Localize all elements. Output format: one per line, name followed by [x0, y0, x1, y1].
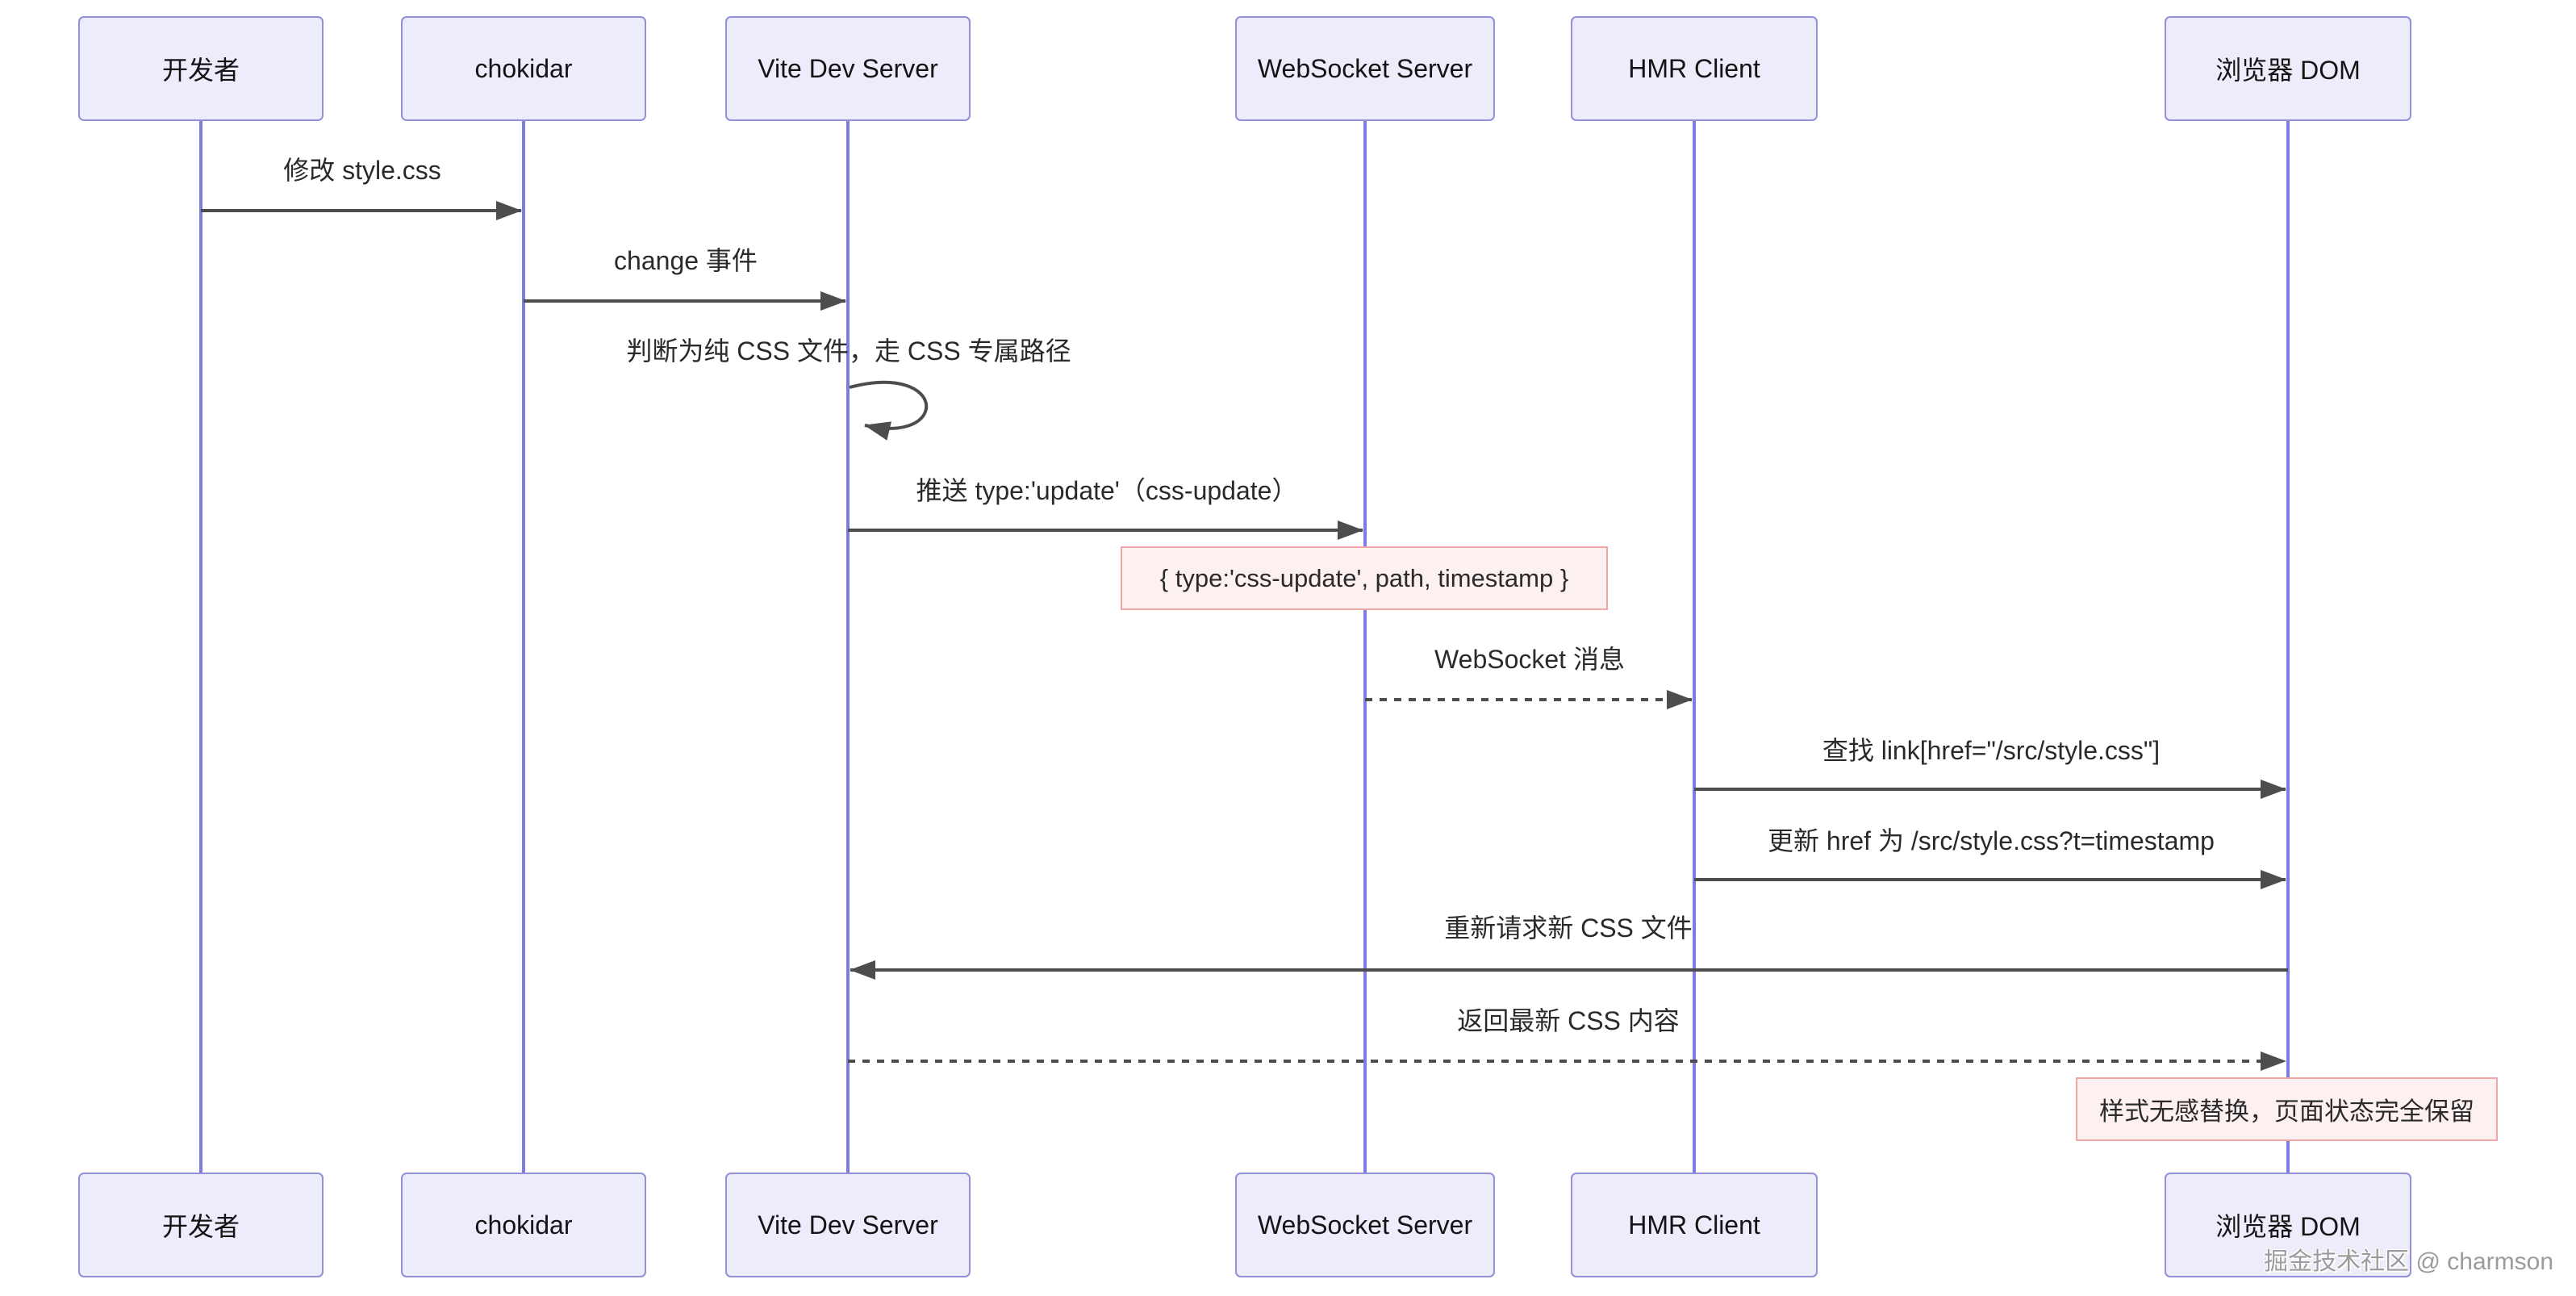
actor-top-chokidar: chokidar [401, 16, 646, 121]
actor-label: 开发者 [161, 1212, 240, 1241]
message-label-websocket-message: WebSocket 消息 [1434, 645, 1625, 674]
actor-top-websocket-server: WebSocket Server [1235, 16, 1495, 121]
message-label-push-update: 推送 type:'update'（css-update） [916, 476, 1298, 505]
note-css-update-payload: { type:'css-update', path, timestamp } [1121, 546, 1608, 610]
actor-bottom-vite-dev-server: Vite Dev Server [725, 1173, 971, 1277]
actor-label: Vite Dev Server [758, 53, 938, 83]
actor-label: 浏览器 DOM [2215, 56, 2361, 85]
actor-label: HMR Client [1628, 1210, 1760, 1240]
actor-label: WebSocket Server [1257, 1210, 1473, 1240]
message-label-return-latest-css: 返回最新 CSS 内容 [1457, 1006, 1680, 1035]
message-label-modify-style-css: 修改 style.css [283, 156, 441, 185]
actor-bottom-browser-dom: 浏览器 DOM [2165, 1173, 2411, 1277]
message-label-update-href: 更新 href 为 /src/style.css?t=timestamp [1768, 826, 2215, 855]
message-label-find-link: 查找 link[href="/src/style.css"] [1822, 736, 2161, 765]
actor-bottom-websocket-server: WebSocket Server [1235, 1173, 1495, 1277]
actor-label: HMR Client [1628, 53, 1760, 83]
actor-bottom-developer: 开发者 [78, 1173, 324, 1277]
message-label-request-new-css: 重新请求新 CSS 文件 [1444, 913, 1693, 943]
actor-label: 开发者 [161, 56, 240, 85]
actor-label: WebSocket Server [1257, 53, 1473, 83]
actor-bottom-chokidar: chokidar [401, 1173, 646, 1277]
actor-top-browser-dom: 浏览器 DOM [2165, 16, 2411, 121]
watermark: 掘金技术社区 @ charmson [2264, 1248, 2553, 1275]
actor-label: Vite Dev Server [758, 1210, 938, 1240]
self-loop-arrow-css-path [849, 380, 929, 441]
actor-label: 浏览器 DOM [2215, 1212, 2361, 1241]
actor-top-developer: 开发者 [78, 16, 324, 121]
actor-top-vite-dev-server: Vite Dev Server [725, 16, 971, 121]
actor-bottom-hmr-client: HMR Client [1571, 1173, 1818, 1277]
message-label-change-event: change 事件 [614, 246, 758, 275]
message-label-css-path: 判断为纯 CSS 文件，走 CSS 专属路径 [626, 337, 1071, 366]
actor-label: chokidar [474, 53, 573, 83]
actor-label: chokidar [474, 1210, 573, 1240]
note-style-replaced: 样式无感替换，页面状态完全保留 [2076, 1077, 2498, 1141]
actor-top-hmr-client: HMR Client [1571, 16, 1818, 121]
